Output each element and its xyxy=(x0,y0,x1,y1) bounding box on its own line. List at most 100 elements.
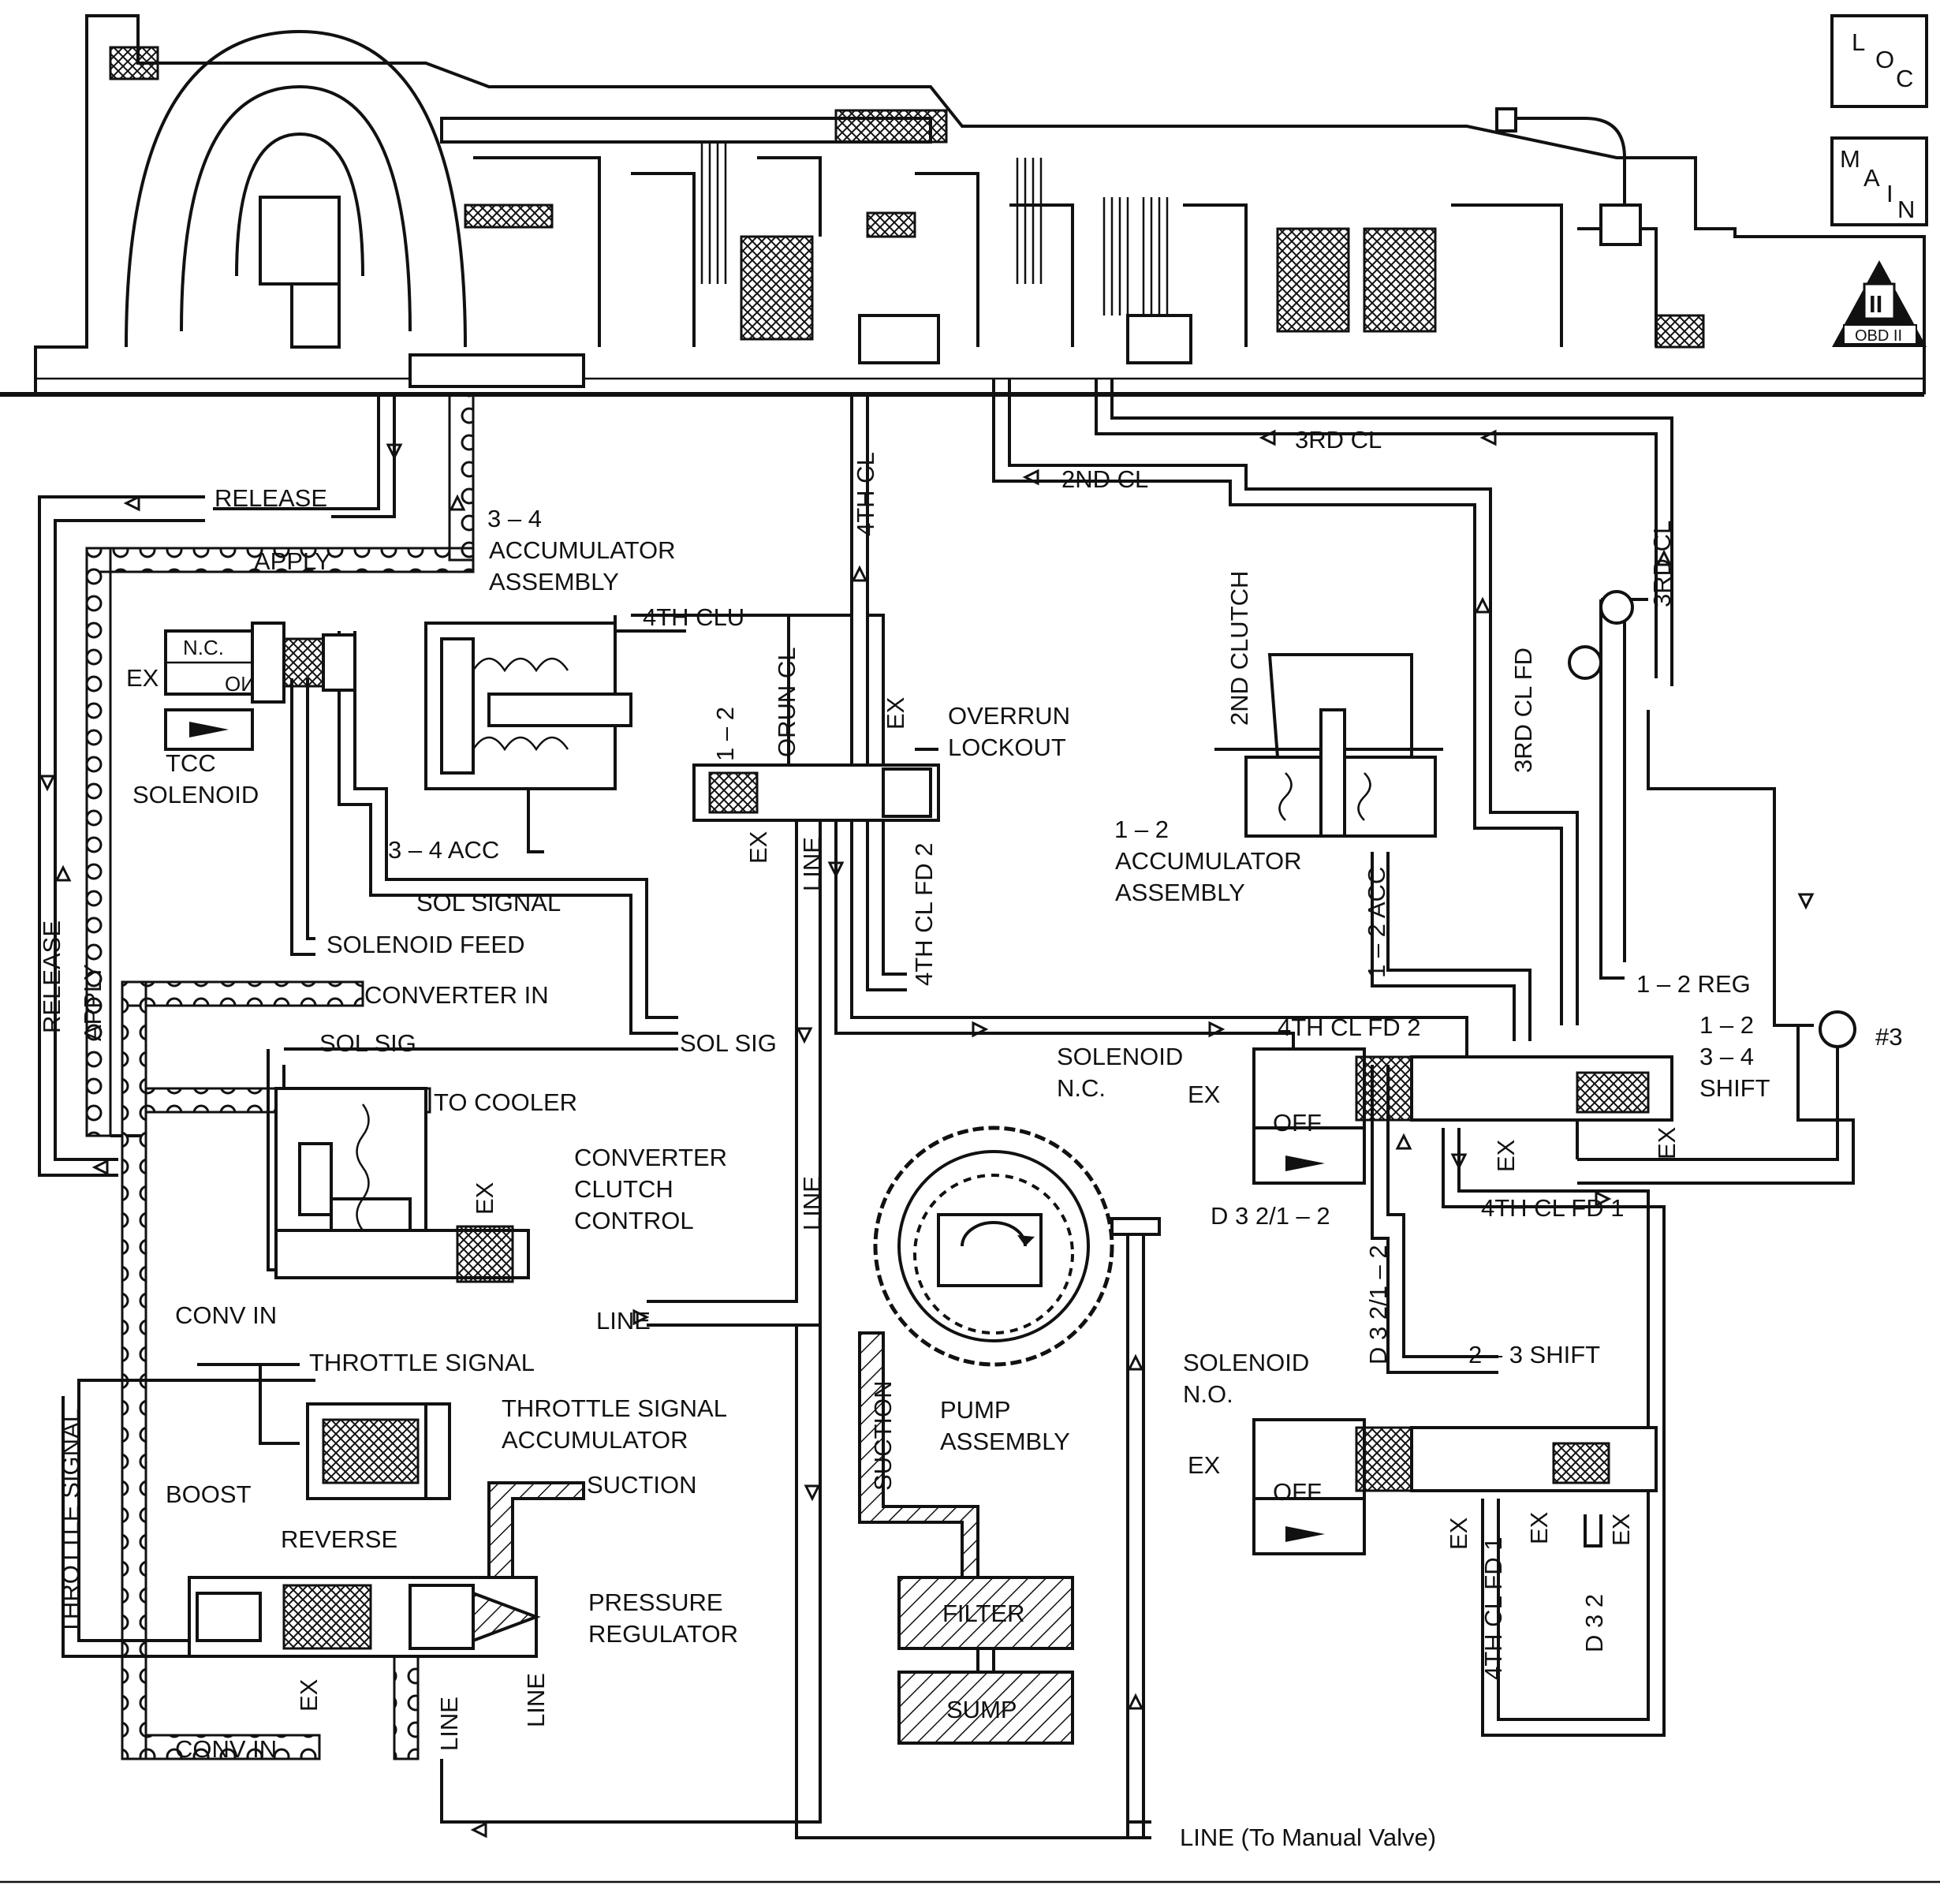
label-orun-cl: ORUN CL xyxy=(773,647,800,757)
label-line-pr1: LINE xyxy=(435,1697,463,1751)
main-letter-i: I xyxy=(1886,180,1893,207)
obd-numeral: II xyxy=(1869,290,1882,318)
label-tcc-l2: SOLENOID xyxy=(132,781,259,808)
label-sol-sig-right: SOL SIG xyxy=(680,1029,777,1057)
label-ex-23-3: EX xyxy=(1607,1513,1635,1546)
loc-letter-c: C xyxy=(1896,65,1913,92)
label-3rd-cl: 3RD CL xyxy=(1295,426,1382,454)
label-ex-solno: EX xyxy=(1188,1451,1221,1479)
label-4th-cl-vertical: 4TH CL xyxy=(852,452,879,536)
label-boost: BOOST xyxy=(166,1480,252,1508)
label-solnc-l1: SOLENOID xyxy=(1057,1043,1183,1070)
label-d32: D 3 2 xyxy=(1580,1594,1608,1652)
label-2nd-cl: 2ND CL xyxy=(1061,465,1148,493)
filter-sump xyxy=(897,1576,1074,1745)
label-solenoid-feed: SOLENOID FEED xyxy=(326,931,525,958)
label-throttle-signal-side: THROTTLE SIGNAL xyxy=(57,1409,84,1634)
label-overrun-l2: LOCKOUT xyxy=(948,734,1066,761)
label-sump: SUMP xyxy=(946,1696,1017,1723)
label-apply-top: APPLY xyxy=(254,547,331,575)
label-throttle-signal-top: THROTTLE SIGNAL xyxy=(309,1349,535,1376)
label-tsa-l2: ACCUMULATOR xyxy=(502,1426,688,1454)
label-4th-cl-fd2-vertical: 4TH CL FD 2 xyxy=(910,843,938,986)
label-ex-overrun-top: EX xyxy=(882,696,909,730)
label-line-manual: LINE (To Manual Valve) xyxy=(1180,1824,1436,1851)
label-4th-cl-fd1-vertical: 4TH CL FD 1 xyxy=(1479,1537,1507,1680)
label-pump-l1: PUMP xyxy=(940,1396,1011,1424)
overrun-lockout-valve xyxy=(692,748,940,822)
transmission-cross-section xyxy=(0,14,1926,397)
label-solno-l2: N.O. xyxy=(1183,1380,1233,1408)
label-sol-sig-left: SOL SIG xyxy=(319,1029,416,1057)
label-pr-l2: REGULATOR xyxy=(588,1620,738,1648)
main-letter-m: M xyxy=(1840,145,1860,173)
label-ex-34-1: EX xyxy=(1492,1139,1520,1172)
label-ex-overrun-bot: EX xyxy=(744,831,772,864)
label-release-side: RELEASE xyxy=(38,920,65,1033)
label-solno-l1: SOLENOID xyxy=(1183,1349,1309,1376)
label-converter-in: CONVERTER IN xyxy=(364,981,549,1009)
pump-assembly xyxy=(873,1126,1161,1367)
label-line-vertical: LINE xyxy=(798,1176,826,1230)
label-ccc-l1: CONVERTER xyxy=(574,1144,727,1171)
loc-letter-o: O xyxy=(1875,46,1894,73)
2-3-shift-valve xyxy=(1252,1418,1658,1555)
main-letter-n: N xyxy=(1897,196,1915,223)
label-off-2: OFF xyxy=(1273,1478,1322,1506)
label-accum12-l2: ACCUMULATOR xyxy=(1115,847,1302,875)
label-ccc-l2: CLUTCH xyxy=(574,1175,673,1203)
1-2-accumulator-assembly xyxy=(1214,653,1443,838)
main-letter-a: A xyxy=(1864,164,1880,192)
label-1-2-reg: 1 – 2 REG xyxy=(1636,970,1751,998)
label-3-4-acc: 3 – 4 ACC xyxy=(388,836,499,864)
obd-text: OBD II xyxy=(1855,327,1902,345)
label-tcc-l1: TCC xyxy=(166,749,216,777)
label-solnc-l2: N.C. xyxy=(1057,1074,1106,1102)
pressure-regulator-valve xyxy=(188,1576,541,1658)
label-pump-l2: ASSEMBLY xyxy=(940,1428,1070,1455)
label-line-ccc: LINE xyxy=(596,1307,651,1335)
label-ex-34-2: EX xyxy=(1653,1126,1681,1159)
label-ex-solnc: EX xyxy=(1188,1081,1221,1108)
label-conv-in-bot: CONV IN xyxy=(175,1735,277,1763)
label-d32-12: D 3 2/1 – 2 xyxy=(1211,1202,1330,1230)
label-overrun-l1: OVERRUN xyxy=(948,702,1070,730)
label-tsa-l1: THROTTLE SIGNAL xyxy=(502,1394,727,1422)
label-accum34-l2: ACCUMULATOR xyxy=(489,536,676,564)
loc-button[interactable]: L O C xyxy=(1830,14,1928,108)
throttle-signal-accumulator xyxy=(306,1402,451,1500)
label-2nd-clutch: 2ND CLUTCH xyxy=(1226,571,1253,726)
check-ball-3rd-fd xyxy=(1568,645,1602,680)
label-accum34-l3: ASSEMBLY xyxy=(489,568,619,595)
label-filter: FILTER xyxy=(942,1600,1025,1627)
label-1-2-top: 1 – 2 xyxy=(711,707,739,761)
label-ex-pr: EX xyxy=(295,1678,323,1712)
label-accum12-l1: 1 – 2 xyxy=(1114,816,1169,843)
label-nc: N.C. xyxy=(183,636,224,659)
label-accum12-l3: ASSEMBLY xyxy=(1115,879,1245,906)
label-ex-23-2: EX xyxy=(1525,1511,1553,1544)
check-ball-3rd xyxy=(1599,590,1634,625)
label-ex-23-1: EX xyxy=(1445,1517,1472,1550)
label-ccc-l3: CONTROL xyxy=(574,1207,694,1234)
label-4th-cl-fd1: 4TH CL FD 1 xyxy=(1481,1194,1624,1222)
loc-letter-l: L xyxy=(1852,28,1865,56)
converter-clutch-control-valve xyxy=(274,1087,530,1283)
label-2-3-shift: 2 – 3 SHIFT xyxy=(1468,1341,1600,1368)
label-apply-side: APPLY xyxy=(79,964,106,1041)
label-d32-12-vertical: D 3 2/1 – 2 xyxy=(1364,1245,1392,1365)
label-release-top: RELEASE xyxy=(215,484,327,512)
label-suction-vertical: SUCTION xyxy=(869,1381,897,1491)
label-off-1: OFF xyxy=(1273,1109,1322,1137)
1-2-3-4-shift-valve xyxy=(1252,1010,1856,1185)
label-suction-reg: SUCTION xyxy=(587,1471,697,1499)
obd-ii-button[interactable]: II OBD II xyxy=(1832,260,1927,347)
label-4th-cl-fd2: 4TH CL FD 2 xyxy=(1278,1014,1420,1041)
label-3rd-cl-vertical: 3RD CL xyxy=(1648,521,1676,607)
label-3rd-cl-fd: 3RD CL FD xyxy=(1509,648,1537,773)
main-button[interactable]: M A I N xyxy=(1830,136,1928,226)
label-line-overrun: LINE xyxy=(798,837,826,891)
label-accum34-l1: 3 – 4 xyxy=(487,505,542,532)
label-shift-l1: 1 – 2 xyxy=(1699,1011,1754,1039)
